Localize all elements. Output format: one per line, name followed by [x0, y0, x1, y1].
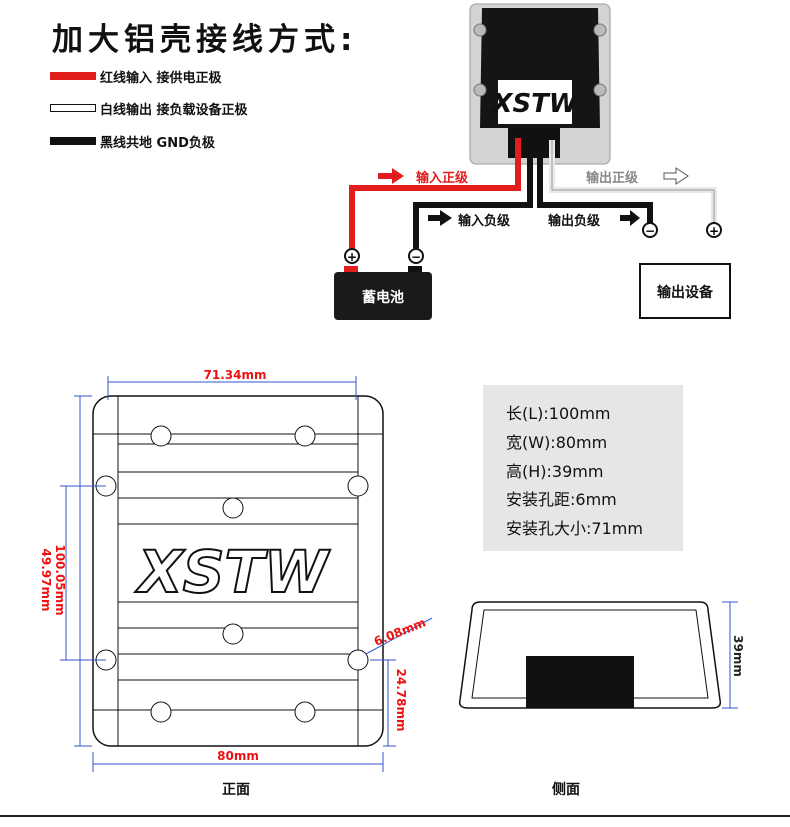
device-negative-terminal: − [642, 222, 658, 238]
dimension-label: 49.97mm [39, 549, 53, 612]
arrow-right-outline-icon [663, 167, 689, 185]
spec-width: 宽(W):80mm [506, 433, 608, 452]
spec-hole-spacing: 安装孔距:6mm [506, 490, 617, 509]
arrow-right-icon [620, 210, 640, 226]
minus-icon: − [645, 224, 655, 238]
dimension-label: 39mm [731, 635, 745, 677]
red-wire-swatch [50, 72, 96, 80]
output-positive-label: 输出正级 [586, 170, 639, 186]
black-wire-input [413, 140, 533, 252]
black-wire-swatch [50, 137, 96, 145]
page-title: 加大铝壳接线方式: [52, 22, 358, 58]
plus-icon: + [347, 250, 357, 264]
battery: 蓄电池 [334, 266, 432, 320]
wiring-diagram: XSTW 输入正级 输出正级 输入负级 输出负级 + − − + 蓄电池 输出设… [334, 3, 731, 320]
dimension-side-height: 39mm [722, 601, 745, 709]
front-view-drawing: XSTW 71.34mm 80mm 100.05mm 49.97mm 6.08m… [39, 368, 433, 772]
front-view-caption: 正面 [222, 782, 250, 798]
front-case: XSTW [92, 395, 384, 747]
output-device: 输出设备 [639, 263, 731, 319]
dimension-hole-spacing-h: 71.34mm [107, 368, 357, 400]
spec-panel [483, 385, 683, 551]
input-positive-label: 输入正级 [416, 170, 469, 186]
black-wire-output [537, 140, 653, 226]
dimension-width: 80mm [92, 749, 384, 772]
white-wire-swatch [50, 104, 96, 112]
legend-label: 红线输入 接供电正极 [100, 70, 222, 86]
spec-height: 高(H):39mm [506, 462, 604, 481]
side-view-caption: 侧面 [552, 782, 580, 798]
spec-length: 长(L):100mm [506, 404, 611, 423]
device-label: 输出设备 [657, 284, 714, 301]
device-positive-terminal: + [706, 222, 722, 238]
legend-item-white: 白线输出 接负载设备正极 [50, 100, 248, 118]
spec-hole-size: 安装孔大小:71mm [506, 519, 643, 538]
brand-logo: XSTW [490, 89, 579, 119]
side-view-drawing: 39mm [458, 601, 745, 709]
red-wire [349, 138, 521, 252]
legend-item-black: 黑线共地 GND负极 [50, 133, 215, 151]
dimension-hole-spacing-v: 49.97mm [39, 485, 106, 661]
battery-label: 蓄电池 [362, 289, 404, 306]
arrow-right-icon [378, 168, 404, 184]
battery-positive-terminal: + [344, 248, 360, 264]
dimension-edge-offset: 24.78mm [370, 659, 408, 747]
dimension-label: 24.78mm [394, 669, 408, 732]
dimension-label: 71.34mm [204, 368, 267, 382]
side-case [458, 601, 722, 709]
legend-item-red: 红线输入 接供电正极 [50, 68, 222, 86]
plus-icon: + [709, 224, 719, 238]
converter-module: XSTW [469, 3, 611, 165]
bottom-divider [0, 815, 790, 817]
dimension-label: 80mm [217, 749, 259, 763]
legend-label: 黑线共地 GND负极 [100, 135, 215, 151]
minus-icon: − [411, 250, 421, 264]
battery-negative-terminal: − [408, 248, 424, 264]
brand-logo: XSTW [135, 538, 331, 606]
dimension-label: 100.05mm [53, 544, 67, 615]
input-negative-label: 输入负级 [458, 213, 511, 229]
output-negative-label: 输出负级 [548, 213, 601, 229]
dimension-height-overall: 100.05mm [53, 395, 92, 747]
legend-label: 白线输出 接负载设备正极 [100, 102, 248, 118]
arrow-right-icon [428, 210, 452, 226]
